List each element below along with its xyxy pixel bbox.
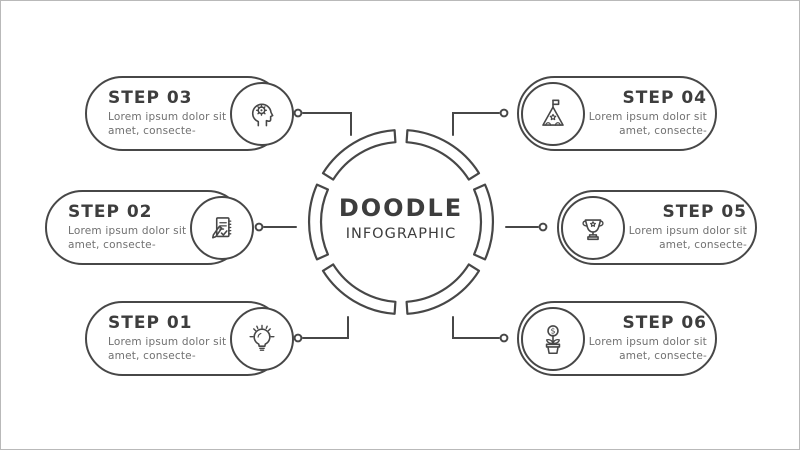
ring-segment bbox=[321, 263, 397, 315]
step-text: STEP 03 Lorem ipsum dolor sit amet, cons… bbox=[87, 88, 230, 139]
step-body: Lorem ipsum dolor sit amet, consecte- bbox=[588, 111, 707, 137]
step-body: Lorem ipsum dolor sit amet, consecte- bbox=[108, 111, 227, 137]
step-text: STEP 01 Lorem ipsum dolor sit amet, cons… bbox=[87, 313, 230, 364]
ring-segment bbox=[321, 129, 397, 181]
money-plant-icon: $ bbox=[521, 306, 585, 371]
segmented-ring bbox=[307, 129, 495, 315]
connector-dot bbox=[538, 222, 548, 232]
step-label: STEP 02 bbox=[68, 202, 153, 223]
step-text: STEP 05 Lorem ipsum dolor sit amet, cons… bbox=[625, 202, 768, 253]
ring-segment bbox=[473, 183, 495, 261]
step-card-02: STEP 02 Lorem ipsum dolor sit amet, cons… bbox=[45, 190, 254, 265]
step-body: Lorem ipsum dolor sit amet, consecte- bbox=[588, 336, 707, 362]
connectors bbox=[263, 112, 539, 339]
connector-step03 bbox=[302, 112, 352, 136]
mountain-flag-icon bbox=[521, 81, 585, 146]
ring-segment bbox=[307, 183, 329, 261]
notepad-pen-icon bbox=[190, 195, 254, 260]
step-card-04: STEP 04 Lorem ipsum dolor sit amet, cons… bbox=[517, 76, 717, 151]
step-card-01: STEP 01 Lorem ipsum dolor sit amet, cons… bbox=[85, 301, 294, 376]
step-text: STEP 04 Lorem ipsum dolor sit amet, cons… bbox=[585, 88, 728, 139]
step-label: STEP 04 bbox=[622, 88, 707, 109]
connector-dot bbox=[293, 108, 303, 118]
step-text: STEP 06 Lorem ipsum dolor sit amet, cons… bbox=[585, 313, 728, 364]
step-card-03: STEP 03 Lorem ipsum dolor sit amet, cons… bbox=[85, 76, 294, 151]
connector-dots bbox=[254, 108, 548, 343]
step-body: Lorem ipsum dolor sit amet, consecte- bbox=[108, 336, 227, 362]
connector-dot bbox=[499, 108, 509, 118]
center-subtitle: INFOGRAPHIC bbox=[345, 226, 457, 242]
step-card-05: STEP 05 Lorem ipsum dolor sit amet, cons… bbox=[557, 190, 757, 265]
step-text: STEP 02 Lorem ipsum dolor sit amet, cons… bbox=[47, 202, 190, 253]
step-body: Lorem ipsum dolor sit amet, consecte- bbox=[68, 225, 187, 251]
connector-dot bbox=[254, 222, 264, 232]
step-label: STEP 06 bbox=[622, 313, 707, 334]
step-label: STEP 01 bbox=[108, 313, 193, 334]
svg-text:$: $ bbox=[550, 326, 555, 335]
step-card-06: $ STEP 06 Lorem ipsum dolor sit amet, co… bbox=[517, 301, 717, 376]
center-title: DOODLE bbox=[338, 194, 464, 222]
trophy-icon bbox=[561, 195, 625, 260]
connector-dot bbox=[499, 333, 509, 343]
lightbulb-icon bbox=[230, 306, 294, 371]
step-label: STEP 03 bbox=[108, 88, 193, 109]
ring-segment bbox=[405, 129, 481, 181]
step-body: Lorem ipsum dolor sit amet, consecte- bbox=[628, 225, 747, 251]
connector-step04 bbox=[452, 112, 500, 136]
center-title-block: DOODLE INFOGRAPHIC bbox=[311, 194, 491, 242]
step-label: STEP 05 bbox=[662, 202, 747, 223]
connector-dot bbox=[293, 333, 303, 343]
head-gear-icon bbox=[230, 81, 294, 146]
connector-step01 bbox=[302, 316, 349, 339]
ring-segment bbox=[405, 263, 481, 315]
connector-step06 bbox=[452, 316, 500, 339]
